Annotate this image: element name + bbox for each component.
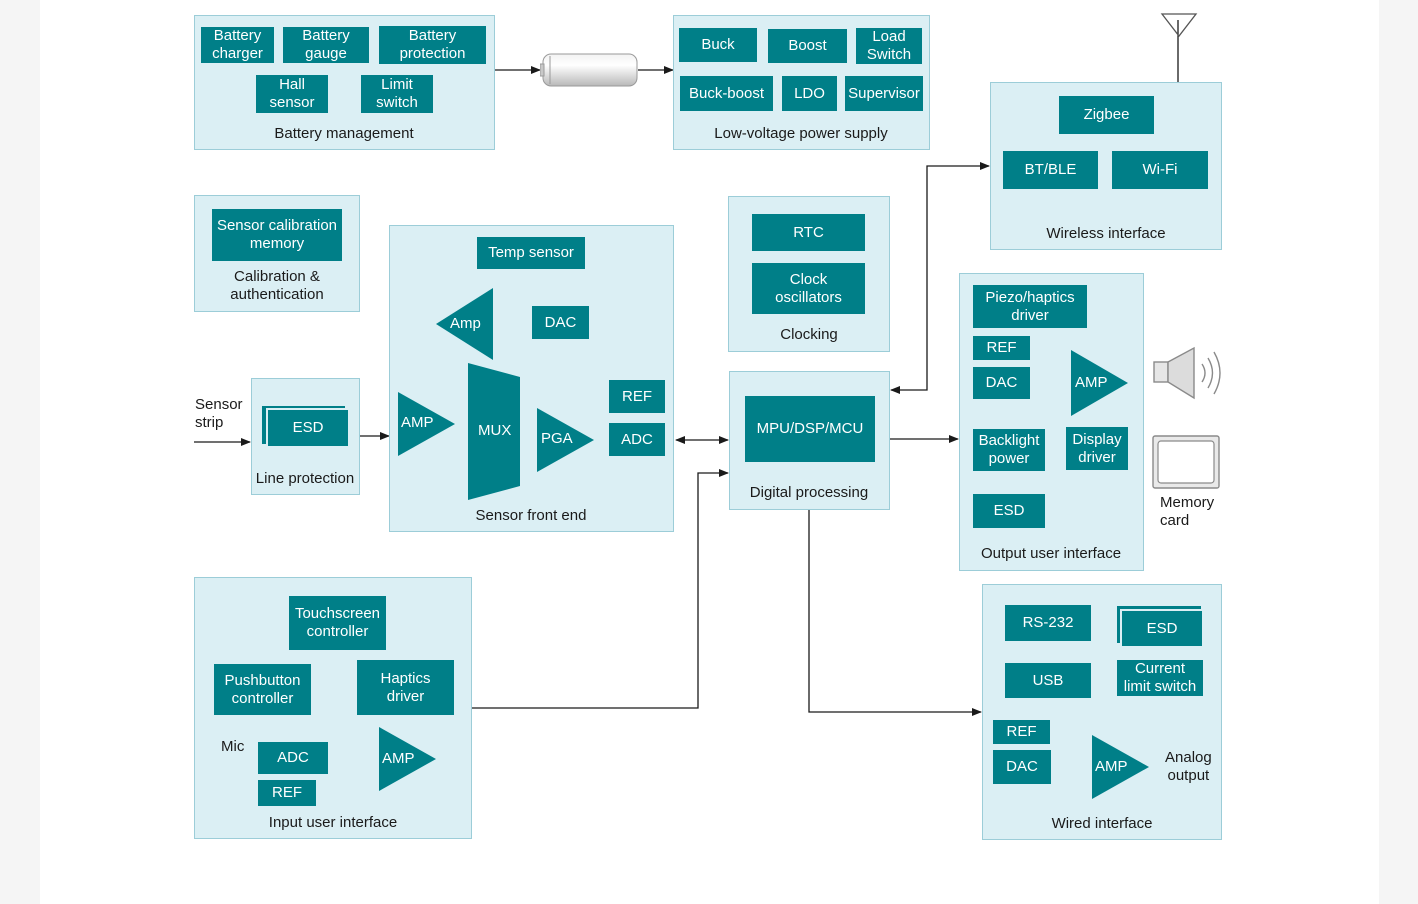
output-amp-label: AMP	[1075, 374, 1108, 391]
clocking-title: Clocking	[780, 326, 838, 343]
mux-label: MUX	[478, 422, 512, 439]
clock-oscillators-block[interactable]: Clock oscillators	[752, 263, 865, 314]
rs232-block[interactable]: RS-232	[1005, 605, 1091, 641]
battery-charger-block[interactable]: Battery charger	[201, 27, 274, 63]
dac-block[interactable]: DAC	[532, 306, 589, 339]
sensor-calibration-memory-block[interactable]: Sensor calibration memory	[212, 209, 342, 261]
calibration-title: Calibration & authentication	[230, 268, 324, 303]
backlight-power-block[interactable]: Backlight power	[973, 429, 1045, 471]
temp-sensor-block[interactable]: Temp sensor	[477, 237, 585, 269]
wifi-block[interactable]: Wi-Fi	[1112, 151, 1208, 189]
memory-card-label: Memory card	[1160, 494, 1215, 529]
load-switch-block[interactable]: Load Switch	[856, 28, 922, 64]
supervisor-block[interactable]: Supervisor	[845, 76, 923, 111]
output-ui-title: Output user interface	[980, 545, 1122, 562]
battery-management-title: Battery management	[274, 125, 414, 142]
output-ref-block[interactable]: REF	[973, 336, 1030, 360]
wired-amp-triangle[interactable]	[1092, 735, 1150, 799]
usb-block[interactable]: USB	[1005, 663, 1091, 698]
btble-block[interactable]: BT/BLE	[1003, 151, 1098, 189]
output-esd-block[interactable]: ESD	[973, 494, 1045, 528]
amp-top-label: Amp	[450, 315, 481, 332]
input-amp-label: AMP	[382, 750, 415, 767]
analog-output-label: Analog output	[1165, 749, 1212, 784]
wired-interface-title: Wired interface	[1051, 815, 1153, 832]
wireless-title: Wireless interface	[1046, 225, 1166, 242]
boost-block[interactable]: Boost	[768, 29, 847, 63]
wired-ref-block[interactable]: REF	[993, 720, 1050, 744]
sensor-front-end-group	[389, 225, 674, 532]
adc-block[interactable]: ADC	[609, 423, 665, 456]
wired-amp-label: AMP	[1095, 758, 1128, 775]
haptics-driver-block[interactable]: Haptics driver	[357, 660, 454, 715]
pushbutton-controller-block[interactable]: Pushbutton controller	[214, 664, 311, 715]
piezo-haptics-driver-block[interactable]: Piezo/haptics driver	[973, 285, 1087, 328]
rtc-block[interactable]: RTC	[752, 214, 865, 251]
limit-switch-block[interactable]: Limit switch	[361, 75, 433, 113]
input-ref-block[interactable]: REF	[258, 780, 316, 806]
amp-triangle[interactable]	[398, 392, 456, 456]
esd-block[interactable]: ESD	[266, 408, 348, 446]
battery-protection-block[interactable]: Battery protection	[379, 26, 486, 64]
ldo-block[interactable]: LDO	[782, 76, 837, 111]
sensor-strip-label: Sensor strip	[195, 396, 243, 431]
battery-icon	[540, 53, 638, 87]
battery-gauge-block[interactable]: Battery gauge	[283, 27, 369, 63]
output-dac-block[interactable]: DAC	[973, 367, 1030, 399]
line-protection-title: Line protection	[255, 470, 355, 487]
buck-block[interactable]: Buck	[679, 28, 757, 62]
speaker-icon	[1153, 346, 1221, 400]
input-adc-block[interactable]: ADC	[258, 742, 328, 774]
pga-label: PGA	[541, 430, 573, 447]
digital-processing-title: Digital processing	[749, 484, 869, 501]
lv-power-title: Low-voltage power supply	[714, 125, 888, 142]
pga-triangle[interactable]	[537, 408, 595, 472]
amp-label: AMP	[401, 414, 434, 431]
input-ui-title: Input user interface	[268, 814, 398, 831]
buck-boost-block[interactable]: Buck-boost	[680, 76, 773, 111]
amp-top-triangle[interactable]	[436, 288, 494, 360]
input-amp-triangle[interactable]	[379, 727, 437, 791]
mpu-dsp-mcu-block[interactable]: MPU/DSP/MCU	[745, 396, 875, 462]
mic-label: Mic	[221, 738, 245, 755]
current-limit-switch-block[interactable]: Current limit switch	[1117, 660, 1203, 696]
wired-dac-block[interactable]: DAC	[993, 750, 1051, 784]
display-icon	[1152, 435, 1220, 489]
sensor-front-end-title: Sensor front end	[475, 507, 587, 524]
display-driver-block[interactable]: Display driver	[1066, 427, 1128, 470]
mux-trapezoid[interactable]	[468, 363, 521, 500]
hall-sensor-block[interactable]: Hall sensor	[256, 75, 328, 113]
wired-esd-block[interactable]: ESD	[1120, 609, 1202, 646]
ref-block[interactable]: REF	[609, 380, 665, 413]
output-amp-triangle[interactable]	[1071, 350, 1129, 416]
zigbee-block[interactable]: Zigbee	[1059, 96, 1154, 134]
touchscreen-controller-block[interactable]: Touchscreen controller	[289, 596, 386, 650]
antenna-icon	[1160, 13, 1198, 38]
